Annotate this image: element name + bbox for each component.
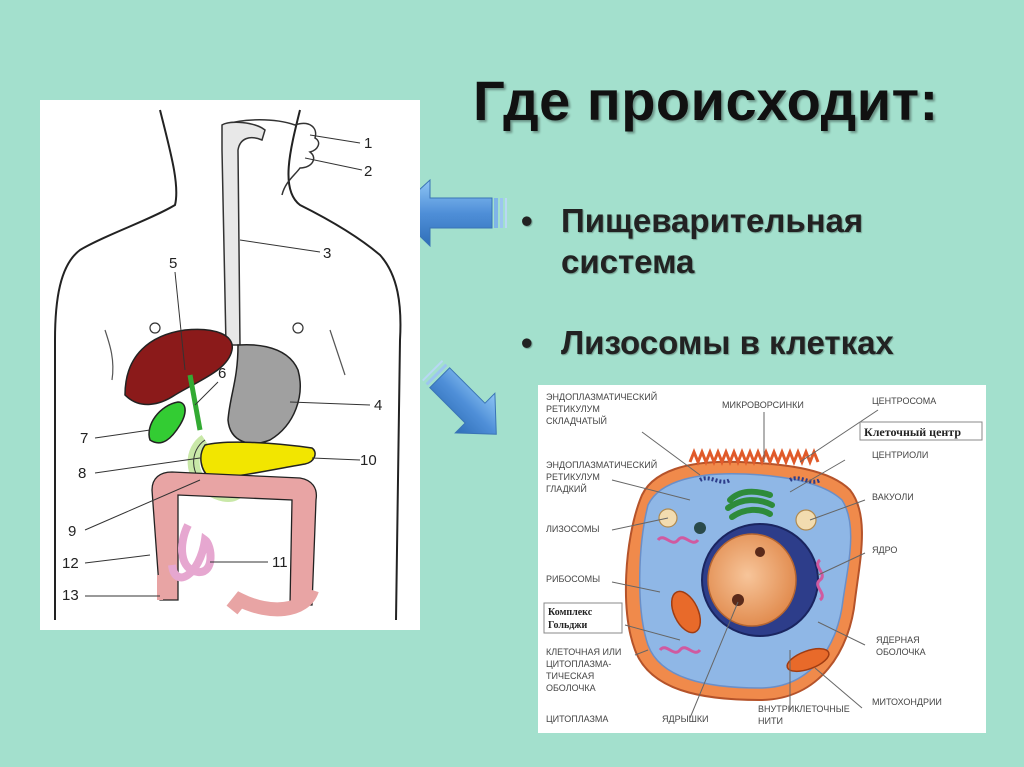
small-intestine	[168, 523, 215, 582]
label-golgi-2: Гольджи	[548, 620, 588, 631]
cell-diagram: ЭНДОПЛАЗМАТИЧЕСКИЙ РЕТИКУЛУМ СКЛАДЧАТЫЙ …	[538, 385, 986, 733]
arrow-down-right-icon	[422, 360, 497, 435]
label-er-smooth-3: ГЛАДКИЙ	[546, 483, 587, 494]
label-number-9: 9	[68, 523, 76, 540]
liver	[124, 328, 233, 406]
lysosome-dark	[694, 522, 706, 534]
label-ribosomes: РИБОСОМЫ	[546, 574, 600, 584]
nipple-left	[149, 322, 161, 334]
label-number-13: 13	[62, 587, 79, 604]
bullet-text-line1: Лизосомы в клетках	[561, 324, 894, 361]
label-number-7: 7	[80, 430, 88, 447]
vacuole-1	[795, 509, 817, 531]
microvilli	[688, 447, 820, 467]
gallbladder	[148, 401, 186, 444]
rough-er	[698, 476, 822, 484]
bullet-marker: •	[521, 324, 533, 361]
label-nuclear-envelope-2: ОБОЛОЧКА	[876, 647, 926, 657]
pancreas	[200, 441, 316, 479]
label-membrane-2: ЦИТОПЛАЗМА-	[546, 659, 611, 669]
label-filaments-2: НИТИ	[758, 716, 783, 726]
label-microvilli: МИКРОВОРСИНКИ	[722, 400, 804, 410]
label-number-10: 10	[360, 452, 377, 469]
bullet-lysosomes: • Лизосомы в клетках	[521, 322, 894, 363]
face-profile	[221, 119, 320, 196]
label-er-rough-2: РЕТИКУЛУМ	[546, 404, 600, 414]
bullet-digestive-system: • Пищеварительная система	[521, 200, 864, 283]
golgi-complex	[725, 488, 775, 520]
label-nucleus: ЯДРО	[872, 545, 897, 555]
page-title: Где происходит:	[473, 69, 939, 132]
digestive-system-diagram: 1 2 3 4 5 6 7 8 10 9 11 12 13	[40, 100, 420, 630]
stomach	[227, 343, 301, 445]
bullet-marker: •	[521, 202, 533, 239]
label-er-smooth-2: РЕТИКУЛУМ	[546, 472, 600, 482]
label-er-rough-3: СКЛАДЧАТЫЙ	[546, 415, 607, 426]
cell-leader-lines	[611, 409, 879, 719]
label-number-1: 1	[364, 135, 372, 152]
esophagus	[221, 121, 266, 346]
label-filaments-1: ВНУТРИКЛЕТОЧНЫЕ	[758, 704, 850, 714]
body-outline-right	[287, 109, 402, 621]
nucleolus-1	[755, 547, 765, 557]
label-number-11: 11	[272, 554, 288, 571]
label-membrane-4: ОБОЛОЧКА	[546, 683, 596, 693]
label-cell-center: Клеточный центр	[864, 425, 961, 439]
label-centrioles: ЦЕНТРИОЛИ	[872, 450, 928, 460]
leader-lines	[84, 134, 371, 597]
cell-center-box	[859, 421, 983, 441]
label-cytoplasm: ЦИТОПЛАЗМА	[546, 714, 608, 724]
label-mitochondria: МИТОХОНДРИИ	[872, 697, 942, 707]
label-golgi-1: Комплекс	[548, 607, 593, 618]
nipple-right	[292, 322, 304, 334]
label-vacuoles: ВАКУОЛИ	[872, 492, 914, 502]
golgi-label-box	[543, 602, 623, 634]
mitochondrion-1	[670, 590, 702, 634]
label-number-8: 8	[78, 465, 86, 482]
nucleolus-2	[732, 594, 744, 606]
label-nuclear-envelope-1: ЯДЕРНАЯ	[876, 635, 920, 645]
label-membrane-3: ТИЧЕСКАЯ	[546, 671, 594, 681]
label-number-12: 12	[62, 555, 79, 572]
label-centrosome: ЦЕНТРОСОМА	[872, 396, 936, 406]
label-number-5: 5	[169, 255, 177, 272]
label-number-6: 6	[218, 365, 226, 382]
endoplasmic-reticulum	[656, 536, 824, 654]
nucleus	[707, 533, 797, 627]
label-er-smooth-1: ЭНДОПЛАЗМАТИЧЕСКИЙ	[546, 459, 657, 470]
mitochondrion-2	[786, 647, 830, 673]
bullet-text-line1: Пищеварительная	[561, 202, 864, 239]
label-er-rough-1: ЭНДОПЛАЗМАТИЧЕСКИЙ	[546, 391, 657, 402]
label-number-2: 2	[364, 163, 372, 180]
bullet-text-line2: система	[561, 243, 695, 281]
label-membrane-1: КЛЕТОЧНАЯ ИЛИ	[546, 647, 621, 657]
body-outline-left	[54, 109, 178, 620]
label-number-4: 4	[374, 397, 382, 414]
label-number-3: 3	[323, 245, 331, 262]
label-lysosomes: ЛИЗОСОМЫ	[546, 524, 600, 534]
label-nucleoli: ЯДРЫШКИ	[662, 714, 709, 724]
